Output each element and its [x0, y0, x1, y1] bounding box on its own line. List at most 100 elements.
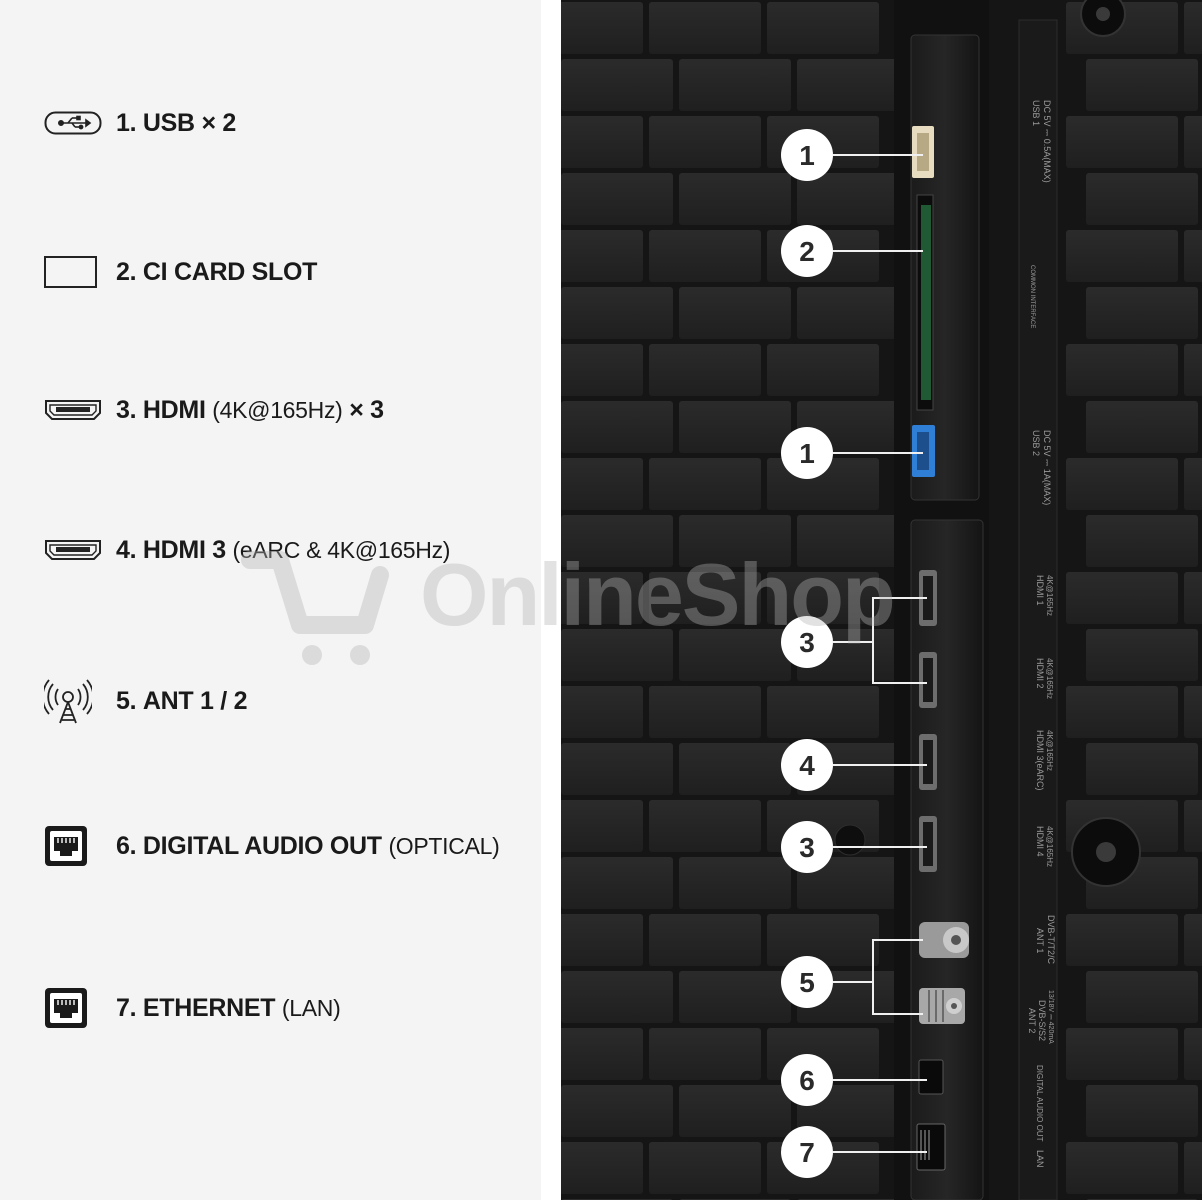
vent-cell — [1066, 914, 1178, 966]
hdmi-port-1 — [919, 570, 937, 626]
vent-cell — [1184, 2, 1202, 54]
vent-cell — [1066, 686, 1178, 738]
hdmi-port-3 — [919, 734, 937, 790]
spec-ci-label: 2. CI CARD SLOT — [116, 257, 318, 286]
vent-cell — [1184, 686, 1202, 738]
label-hdmi4-spec: 4K@165Hz — [1045, 826, 1054, 867]
callout-circle — [781, 1054, 833, 1106]
vent-cell — [561, 287, 673, 339]
vent-cell — [561, 743, 673, 795]
vent-cell — [1184, 914, 1202, 966]
label-hdmi3: HDMI 3(eARC) — [1035, 730, 1045, 791]
vent-cell — [679, 287, 791, 339]
vent-cell — [1086, 287, 1198, 339]
vent-cell — [561, 116, 643, 168]
spec-ci-slot: 2. CI CARD SLOT — [44, 252, 317, 292]
callout-number: 5 — [799, 967, 815, 998]
callout-number: 3 — [799, 832, 815, 863]
spec-ethernet: 7. ETHERNET (LAN) — [44, 986, 341, 1030]
spec-list-panel: 1. USB × 2 2. CI CARD SLOT 3. HDMI (4K@1… — [0, 0, 541, 1200]
vent-cell — [797, 59, 909, 111]
callout-number: 6 — [799, 1065, 815, 1096]
vent-cell — [679, 59, 791, 111]
vent-cell — [767, 572, 879, 624]
label-ant1: ANT 1 — [1035, 928, 1045, 953]
optical-port — [918, 1059, 944, 1095]
callout-circle — [781, 956, 833, 1008]
antenna-icon — [44, 676, 102, 726]
vent-cell — [561, 1142, 643, 1194]
vent-cell — [797, 515, 909, 567]
vent-cell — [649, 2, 761, 54]
vent-cell — [561, 800, 643, 852]
antenna-port-2 — [919, 988, 965, 1024]
label-ci: COMMON INTERFACE — [1029, 265, 1035, 328]
label-hdmi2-spec: 4K@165Hz — [1045, 658, 1054, 699]
vent-cell — [1066, 116, 1178, 168]
vent-cell — [561, 458, 643, 510]
vent-cell — [561, 1028, 643, 1080]
vent-cell — [561, 914, 643, 966]
callout-circle — [781, 225, 833, 277]
vent-cell — [649, 800, 761, 852]
label-usb1-rating: DC 5V ⎓ 0.5A(MAX) — [1042, 100, 1052, 183]
vent-cell — [561, 572, 643, 624]
spec-usb-label: 1. USB × 2 — [116, 108, 237, 137]
label-optical: DIGITAL AUDIO OUT — [1035, 1065, 1044, 1142]
vent-cell — [767, 2, 879, 54]
hdmi-port-4 — [919, 816, 937, 872]
vent-cell — [679, 401, 791, 453]
vent-cell — [649, 572, 761, 624]
vent-cell — [1184, 116, 1202, 168]
spec-hdmi-earc: 4. HDMI 3 (eARC & 4K@165Hz) — [44, 530, 450, 570]
vent-cell — [1086, 1085, 1198, 1137]
vent-cell — [1184, 344, 1202, 396]
vent-cell — [679, 857, 791, 909]
callout-circle — [781, 1126, 833, 1178]
callout-number: 4 — [799, 750, 815, 781]
vent-cell — [1066, 1142, 1178, 1194]
panel-printed-labels: USB 1 DC 5V ⎓ 0.5A(MAX) COMMON INTERFACE… — [1027, 100, 1056, 1168]
vent-cell — [561, 515, 673, 567]
vent-cell — [679, 743, 791, 795]
vent-cell — [679, 515, 791, 567]
hdmi-icon — [44, 530, 102, 570]
vent-cell — [1086, 971, 1198, 1023]
vent-cell — [561, 401, 673, 453]
vent-cell — [1086, 59, 1198, 111]
spec-digital-audio: 6. DIGITAL AUDIO OUT (OPTICAL) — [44, 824, 500, 868]
callout-circle — [781, 616, 833, 668]
vent-cell — [767, 914, 879, 966]
vent-cell — [1066, 1028, 1178, 1080]
callout-number: 1 — [799, 438, 815, 469]
vent-grid — [561, 2, 909, 1200]
usb-icon — [44, 103, 102, 143]
vent-cell — [1086, 515, 1198, 567]
vent-cell — [1066, 458, 1178, 510]
label-ant2-spec: DVB-S/S2 — [1037, 1000, 1047, 1041]
ethernet-port-icon — [44, 824, 102, 868]
vent-grid-right — [1066, 2, 1202, 1200]
callout-number: 1 — [799, 140, 815, 171]
vent-cell — [561, 1085, 673, 1137]
vent-cell — [1184, 230, 1202, 282]
label-ant1-spec: DVB-T/T2/C — [1046, 915, 1056, 965]
vent-cell — [1086, 743, 1198, 795]
vent-cell — [767, 686, 879, 738]
vent-cell — [1184, 458, 1202, 510]
label-ant2: ANT 2 — [1027, 1008, 1037, 1033]
label-hdmi1-spec: 4K@165Hz — [1045, 575, 1054, 616]
vent-cell — [649, 230, 761, 282]
label-hdmi2: HDMI 2 — [1035, 658, 1045, 689]
vent-cell — [561, 230, 643, 282]
callout-number: 7 — [799, 1137, 815, 1168]
label-lan: LAN — [1035, 1150, 1045, 1168]
vent-cell — [797, 287, 909, 339]
card-slot-icon — [44, 252, 102, 292]
tv-back-photo: USB 1 DC 5V ⎓ 0.5A(MAX) COMMON INTERFACE… — [561, 0, 1202, 1200]
vent-cell — [649, 1028, 761, 1080]
callout-circle — [781, 821, 833, 873]
label-hdmi1: HDMI 1 — [1035, 575, 1045, 606]
ethernet-port-icon — [44, 986, 102, 1030]
